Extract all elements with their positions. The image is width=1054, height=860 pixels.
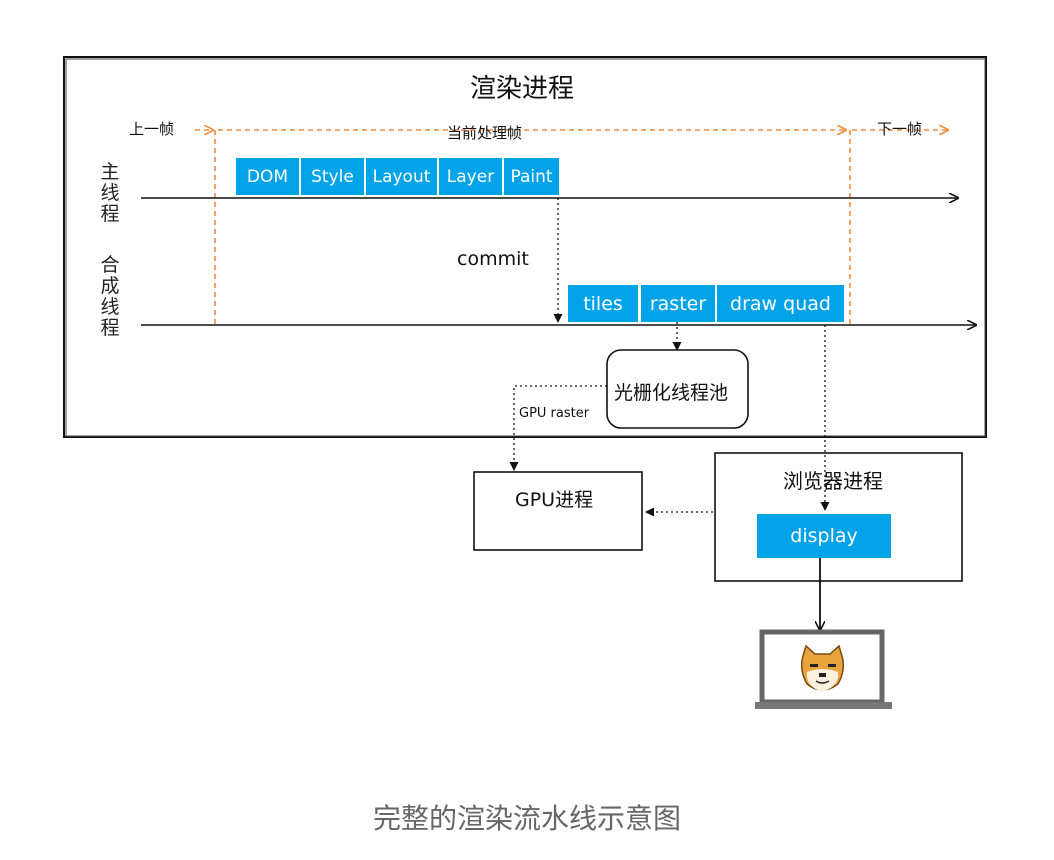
renderer-process-box	[63, 56, 987, 438]
doge-face-icon	[800, 644, 845, 692]
stage-dom: DOM	[236, 158, 299, 195]
stage-style: Style	[301, 158, 364, 195]
current-frame-label: 当前处理帧	[447, 124, 523, 142]
renderer-process-title: 渲染进程	[470, 74, 575, 104]
next-frame-label: 下一帧	[877, 120, 923, 138]
display-block: display	[757, 514, 891, 558]
compositor-thread-label: 合成线程	[100, 254, 120, 339]
gpu-process-label: GPU进程	[515, 489, 594, 511]
commit-label: commit	[457, 248, 529, 270]
prev-frame-label: 上一帧	[129, 120, 175, 138]
browser-process-box	[714, 452, 963, 582]
stage-draw-quad: draw quad	[717, 285, 844, 322]
raster-pool-box	[606, 349, 749, 429]
stage-layer: Layer	[439, 158, 502, 195]
stage-tiles: tiles	[568, 285, 638, 322]
main-thread-label: 主线程	[100, 161, 120, 225]
stage-layout: Layout	[366, 158, 437, 195]
raster-pool-label: 光栅化线程池	[614, 382, 729, 404]
stage-paint: Paint	[504, 158, 559, 195]
frame-markers	[195, 130, 948, 325]
browser-process-label: 浏览器进程	[783, 469, 883, 493]
gpu-raster-arrow	[509, 385, 607, 471]
gpu-raster-label: GPU raster	[519, 406, 590, 421]
stage-raster: raster	[641, 285, 715, 322]
figure-caption: 完整的渲染流水线示意图	[372, 802, 681, 835]
gpu-process-box	[473, 471, 643, 551]
